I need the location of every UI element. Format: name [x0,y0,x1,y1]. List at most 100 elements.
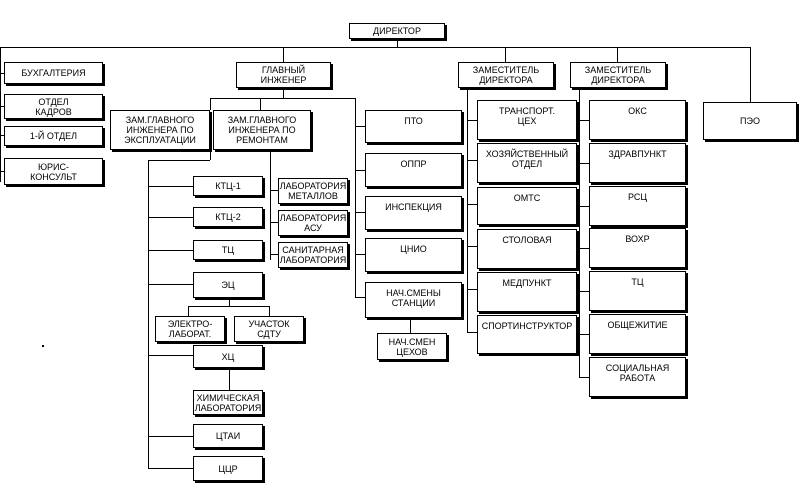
connector [579,120,589,121]
connector [467,160,477,161]
connector [0,47,751,48]
connector [270,150,271,260]
connector [270,222,278,223]
deputy-ce-operation-box: ЗАМ.ГЛАВНОГО ИНЖЕНЕРА ПО ЭКСПЛУАТАЦИИ [110,110,210,150]
transport-box: ТРАНСПОРТ. ЦЕХ [477,100,577,140]
oppr-box: ОППР [365,153,462,187]
connector [283,88,284,98]
connector [148,186,193,187]
connector [229,298,230,306]
connector [188,306,189,316]
connector [0,135,4,136]
vokhr-box: ВОХР [589,228,686,268]
connector [270,254,278,255]
connector [579,206,589,207]
health-box: ЗДРАВПУНКТ [589,143,686,183]
connector [355,170,365,171]
connector [355,254,365,255]
connector [0,171,4,172]
connector [579,334,589,335]
sports-box: СПОРТИНСТРУКТОР [477,315,577,354]
lab-sanitary-box: САНИТАРНАЯ ЛАБОРАТОРИЯ [278,242,348,268]
connector [579,163,589,164]
first-dept-box: 1-Й ОТДЕЛ [4,126,103,146]
hc-box: ХЦ [193,345,263,368]
connector [210,98,356,99]
legal-box: ЮРИС- КОНСУЛЬТ [4,158,103,185]
connector [148,284,193,285]
tsai-box: ЦТАИ [193,424,263,448]
connector [397,39,398,47]
connector [0,47,1,182]
deputy-director-1-box: ЗАМЕСТИТЕЛЬ ДИРЕКТОРА [458,62,554,88]
connector [355,98,356,298]
stray-dot [42,345,44,347]
connector [210,150,211,160]
deputy-ce-repair-box: ЗАМ.ГЛАВНОГО ИНЖЕНЕРА ПО РЕМОНТАМ [213,110,311,150]
connector [148,250,193,251]
rsc-box: РСЦ [589,186,686,226]
shift-head-station-box: НАЧ.СМЕНЫ СТАНЦИИ [365,282,462,318]
sdtu-box: УЧАСТОК СДТУ [234,316,304,342]
accounting-box: БУХГАЛТЕРИЯ [4,62,103,84]
connector [355,126,365,127]
connector [750,47,751,102]
connector [229,368,230,390]
connector [467,88,468,333]
connector [505,47,506,62]
connector [148,217,193,218]
social-box: СОЦИАЛЬНАЯ РАБОТА [589,357,686,397]
connector [579,377,589,378]
connector [283,47,284,62]
connector [148,160,210,161]
dormitory-box: ОБЩЕЖИТИЕ [589,314,686,354]
chief-engineer-box: ГЛАВНЫЙ ИНЖЕНЕР [236,62,331,88]
connector [579,291,589,292]
connector [188,306,270,307]
oks-box: ОКС [589,100,686,140]
connector [260,98,261,110]
connector [467,120,477,121]
director-box: ДИРЕКТОР [349,23,445,39]
deputy-director-2-box: ЗАМЕСТИТЕЛЬ ДИРЕКТОРА [570,62,666,88]
connector [579,88,580,378]
connector [148,160,149,468]
tscr-box: ЦЦР [193,456,263,481]
tc-right-box: ТЦ [589,271,686,311]
peo-box: ПЭО [703,102,797,140]
tsnio-box: ЦНИО [365,238,462,272]
connector [467,204,477,205]
connector [148,468,193,469]
connector [0,106,4,107]
ktc1-box: КТЦ-1 [193,176,263,196]
economic-box: ХОЗЯЙСТВЕННЫЙ ОТДЕЛ [477,143,577,183]
ec-box: ЭЦ [193,272,263,298]
connector [0,73,4,74]
lab-metals-box: ЛАБОРАТОРИЯ МЕТАЛЛОВ [278,178,348,204]
connector [270,190,278,191]
connector [148,436,193,437]
tc-left-box: ТЦ [193,240,263,260]
connector [467,332,477,333]
canteen-box: СТОЛОВАЯ [477,229,577,269]
pto-box: ПТО [365,110,462,143]
connector [355,212,365,213]
connector [355,297,365,298]
connector [269,306,270,316]
lab-asu-box: ЛАБОРАТОРИЯ АСУ [278,210,348,236]
inspection-box: ИНСПЕКЦИЯ [365,196,462,230]
medpoint-box: МЕДПУНКТ [477,272,577,312]
connector [148,355,193,356]
hr-box: ОТДЕЛ КАДРОВ [4,94,103,119]
electrolab-box: ЭЛЕКТРО- ЛАБОРАТ. [155,316,225,342]
chemlab-box: ХИМИЧЕСКАЯ ЛАБОРАТОРИЯ [193,390,263,415]
connector [579,248,589,249]
connector [467,289,477,290]
connector [467,246,477,247]
connector [410,318,411,333]
omts-box: ОМТС [477,187,577,225]
connector [210,98,211,110]
connector [617,47,618,62]
shift-head-shops-box: НАЧ.СМЕН ЦЕХОВ [377,333,447,360]
